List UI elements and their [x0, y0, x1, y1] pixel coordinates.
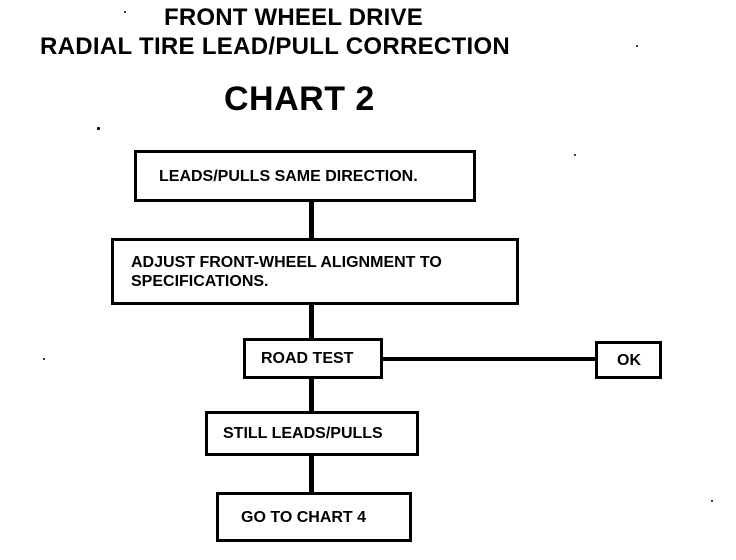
title-line-1: FRONT WHEEL DRIVE: [164, 4, 423, 31]
flow-box-ok-label: OK: [617, 351, 641, 369]
chart-number: CHART 2: [224, 80, 375, 118]
scan-speck: [711, 500, 713, 502]
connector-step3-step4: [309, 379, 314, 411]
flow-box-adjust-alignment-label: ADJUST FRONT-WHEEL ALIGNMENT TO SPECIFIC…: [131, 253, 442, 290]
scan-speck: [124, 11, 126, 13]
connector-step4-step5: [309, 456, 314, 492]
scan-speck: [636, 45, 638, 47]
connector-roadtest-ok: [383, 357, 595, 361]
scan-speck: [97, 127, 100, 130]
flow-box-go-to-chart-4-label: GO TO CHART 4: [241, 508, 367, 526]
connector-step1-step2: [309, 202, 314, 238]
flow-box-road-test: ROAD TEST: [243, 338, 383, 379]
flow-box-ok: OK: [595, 341, 662, 379]
flow-box-leads-pulls: LEADS/PULLS SAME DIRECTION.: [134, 150, 476, 202]
flow-box-go-to-chart-4: GO TO CHART 4: [216, 492, 412, 542]
flow-box-still-leads-pulls: STILL LEADS/PULLS: [205, 411, 419, 456]
connector-step2-step3: [309, 305, 314, 338]
scan-speck: [43, 358, 45, 360]
flow-box-road-test-label: ROAD TEST: [261, 350, 354, 367]
flow-box-leads-pulls-label: LEADS/PULLS SAME DIRECTION.: [159, 167, 418, 185]
flow-box-still-leads-pulls-label: STILL LEADS/PULLS: [223, 425, 383, 442]
flow-box-adjust-alignment: ADJUST FRONT-WHEEL ALIGNMENT TO SPECIFIC…: [111, 238, 519, 305]
scan-speck: [574, 154, 576, 156]
title-line-2: RADIAL TIRE LEAD/PULL CORRECTION: [40, 33, 511, 60]
